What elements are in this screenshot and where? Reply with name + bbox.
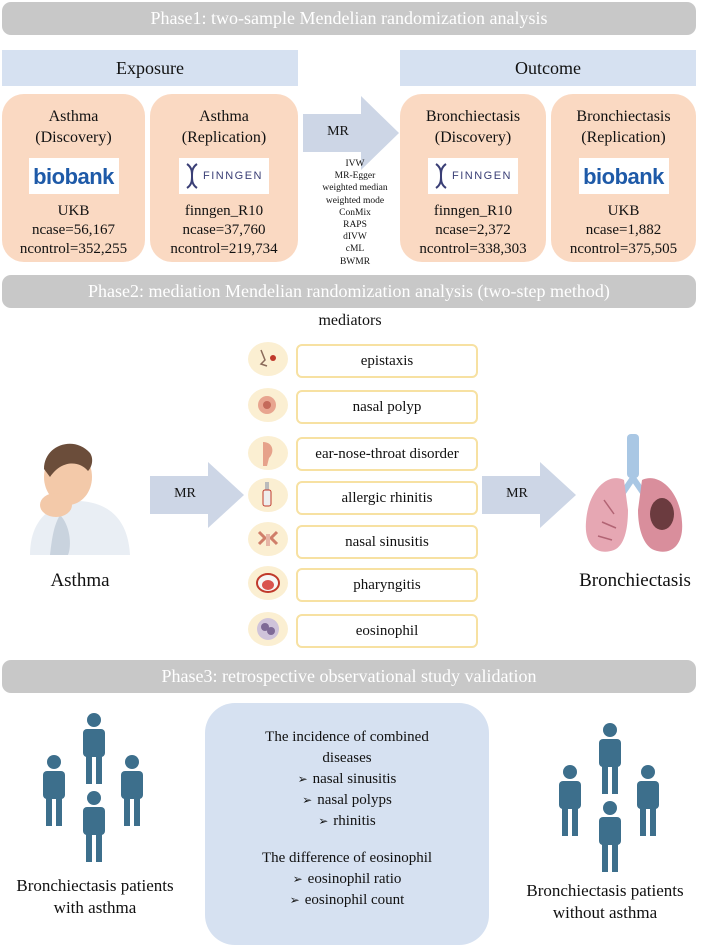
mr-arrow-right xyxy=(482,462,576,528)
method-item: MR-Egger xyxy=(334,171,376,182)
card-ncontrol: ncontrol=375,505 xyxy=(569,241,678,257)
incidence-item: ➢rhinitis xyxy=(318,813,376,829)
biobank-logo: biobank xyxy=(28,158,119,194)
arrow-bullet-icon: ➢ xyxy=(318,814,329,828)
mediator-nasal-sinusitis: nasal sinusitis xyxy=(296,525,478,559)
asthma-person-illustration xyxy=(30,443,130,555)
eosinophil-cell-icon xyxy=(248,612,288,646)
exposure-header: Exposure xyxy=(2,50,298,86)
group-with-asthma-line2: with asthma xyxy=(53,898,137,917)
mediators-label: mediators xyxy=(318,312,382,329)
group-without-asthma-line2: without asthma xyxy=(552,903,658,922)
incidence-item: ➢nasal sinusitis xyxy=(297,771,397,787)
card-subtitle: (Replication) xyxy=(581,129,666,146)
card-ncontrol: ncontrol=338,303 xyxy=(419,241,527,257)
method-item: cML xyxy=(345,244,365,255)
card-subtitle: (Discovery) xyxy=(434,129,512,146)
method-item: dIVW xyxy=(343,232,367,243)
mr-arrow-phase1-label: MR xyxy=(327,124,349,139)
card-source: finngen_R10 xyxy=(184,203,264,219)
phase3-title: Phase3: retrospective observational stud… xyxy=(2,660,696,693)
card-source: finngen_R10 xyxy=(433,203,513,219)
card-ncontrol: ncontrol=219,734 xyxy=(170,241,278,257)
dna-icon xyxy=(186,163,198,189)
nasal-polyp-icon xyxy=(248,388,288,422)
card-bronchiectasis-replication: Bronchiectasis(Replication) biobank UKB … xyxy=(551,94,696,262)
card-title: Asthma xyxy=(199,108,249,125)
arrow-bullet-icon: ➢ xyxy=(292,872,303,886)
card-bronchiectasis-discovery: Bronchiectasis (Discovery) FINNGEN finnge… xyxy=(400,94,546,262)
card-asthma-replication: Asthma(Replication) FINNGEN finngen_R10 … xyxy=(150,94,298,262)
patients-without-asthma-icon xyxy=(559,723,659,872)
method-item: ConMix xyxy=(339,207,371,218)
finngen-logo: FINNGEN xyxy=(179,158,269,194)
mediator-pharyngitis: pharyngitis xyxy=(296,568,478,602)
phase2-title: Phase2: mediation Mendelian randomizatio… xyxy=(2,275,696,308)
incidence-title-line2: diseases xyxy=(322,750,372,766)
mr-arrow-right-label: MR xyxy=(506,486,528,501)
biobank-logo-text: biobank xyxy=(33,163,114,189)
card-ncase: ncase=56,167 xyxy=(31,222,116,238)
card-asthma-discovery: Asthma (Discovery) biobank UKB ncase=56,1… xyxy=(2,94,145,262)
mr-arrow-left-label: MR xyxy=(174,486,196,501)
card-source: UKB xyxy=(57,203,90,219)
card-ncase: ncase=2,372 xyxy=(435,222,511,238)
card-ncase: ncase=1,882 xyxy=(585,222,662,238)
outcome-header: Outcome xyxy=(400,50,696,86)
patients-with-asthma-icon xyxy=(43,713,143,862)
arrow-bullet-icon: ➢ xyxy=(289,893,300,907)
method-item: BWMR xyxy=(339,256,371,267)
incidence-title-line1: The incidence of combined xyxy=(265,729,429,745)
arrow-bullet-icon: ➢ xyxy=(302,793,313,807)
group-with-asthma-label: Bronchiectasis patients with asthma xyxy=(0,875,190,919)
group-with-asthma-line1: Bronchiectasis patients xyxy=(16,876,174,895)
mediator-nasal-polyp: nasal polyp xyxy=(296,390,478,424)
mr-methods-list: IVW MR-Egger weighted median weighted mo… xyxy=(320,158,390,268)
mediator-allergic-rhinitis: allergic rhinitis xyxy=(296,481,478,515)
incidence-panel: The incidence of combined diseases ➢nasa… xyxy=(205,703,489,945)
dna-icon xyxy=(435,163,447,189)
card-subtitle: (Replication) xyxy=(181,129,267,146)
finngen-logo-text: FINNGEN xyxy=(452,169,512,182)
phase2-bronchiectasis-label: Bronchiectasis xyxy=(579,570,691,591)
mr-arrow-left xyxy=(150,462,244,528)
finngen-logo: FINNGEN xyxy=(428,158,518,194)
arrow-bullet-icon: ➢ xyxy=(297,772,308,786)
group-without-asthma-label: Bronchiectasis patients without asthma xyxy=(510,880,700,924)
phase2-asthma-label: Asthma xyxy=(50,570,110,591)
method-item: weighted median xyxy=(322,183,388,194)
biobank-logo-text: biobank xyxy=(583,163,664,189)
throat-icon xyxy=(248,566,288,600)
mr-arrow-phase1 xyxy=(303,96,399,170)
mediator-ent-disorder: ear-nose-throat disorder xyxy=(296,437,478,471)
method-item: weighted mode xyxy=(325,195,385,206)
method-item: RAPS xyxy=(343,220,367,231)
eosinophil-item: ➢eosinophil ratio xyxy=(292,871,402,887)
card-title: Asthma xyxy=(48,108,99,125)
group-without-asthma-line1: Bronchiectasis patients xyxy=(526,881,684,900)
card-source: UKB xyxy=(607,203,640,219)
sinus-icon xyxy=(248,522,288,556)
card-ncontrol: ncontrol=352,255 xyxy=(19,241,128,257)
biobank-logo: biobank xyxy=(578,158,669,194)
epistaxis-icon xyxy=(248,342,288,376)
mediator-eosinophil: eosinophil xyxy=(296,614,478,648)
card-subtitle: (Discovery) xyxy=(35,129,112,146)
card-title: Bronchiectasis xyxy=(576,108,671,125)
card-ncase: ncase=37,760 xyxy=(182,222,266,238)
ent-disorder-icon xyxy=(248,436,288,470)
lungs-illustration xyxy=(585,434,683,552)
method-item: IVW xyxy=(345,159,365,169)
incidence-item: ➢nasal polyps xyxy=(302,792,392,808)
card-title: Bronchiectasis xyxy=(425,108,521,125)
nasal-spray-icon xyxy=(248,478,288,512)
mediator-epistaxis: epistaxis xyxy=(296,344,478,378)
eosinophil-title: The difference of eosinophil xyxy=(261,850,433,866)
phase1-title: Phase1: two-sample Mendelian randomizati… xyxy=(2,2,696,35)
finngen-logo-text: FINNGEN xyxy=(203,169,263,182)
eosinophil-item: ➢eosinophil count xyxy=(289,892,405,908)
